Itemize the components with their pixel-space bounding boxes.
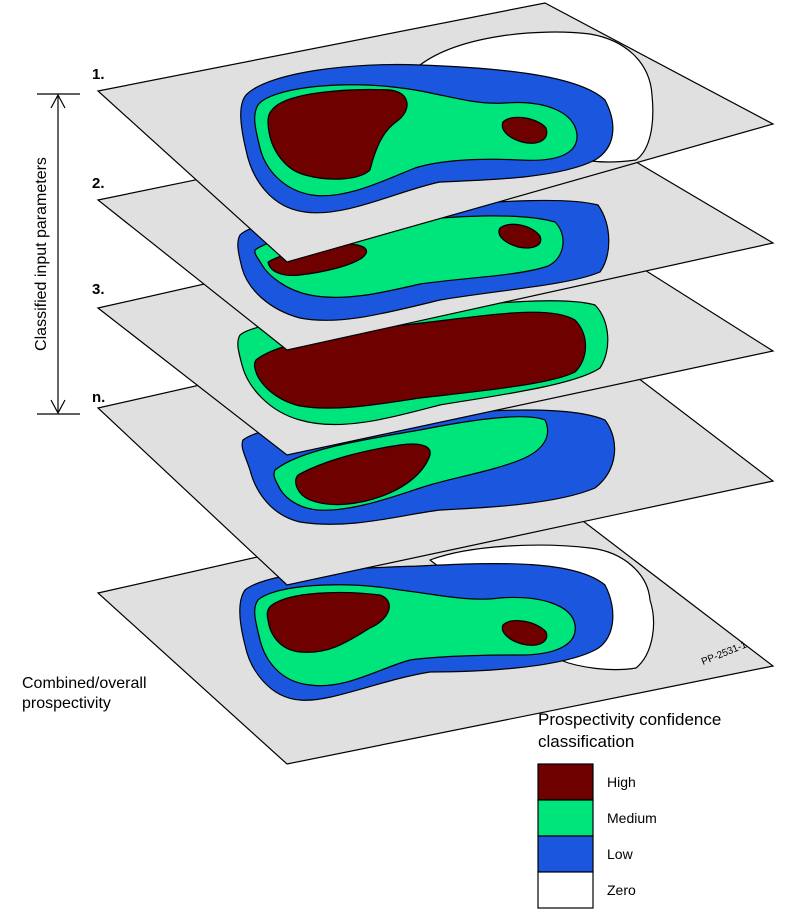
combined-label-line-2: prospectivity [22,695,111,712]
layer-1-label: 1. [92,66,105,83]
legend-swatch-high [537,763,594,801]
parameters-bracket [37,93,80,415]
layer-1-high-region [267,88,408,180]
layer-2-label: 2. [92,175,105,192]
legend-label-zero: Zero [607,882,636,898]
combined-label-line-1: Combined/overall [22,675,147,692]
legend: Prospectivity confidence classification … [537,710,721,909]
layer-1-high-region-small [501,116,548,144]
layer-3-label: 3. [92,281,105,298]
legend-swatch-medium [537,799,594,837]
layer-2-high-region-small [498,223,542,249]
combined-high-region-small [501,620,548,646]
legend-title-line-2: classification [538,732,634,751]
layer-n-label: n. [92,389,105,406]
legend-swatch-zero [537,871,594,909]
layer-1 [96,2,775,263]
legend-label-low: Low [607,846,634,862]
bracket-label: Classified input parameters [33,157,50,351]
bracket-arrow-up [50,93,66,109]
legend-title-line-1: Prospectivity confidence [538,710,721,729]
combined-high-region [266,591,390,653]
bracket-arrow-down [50,399,66,415]
legend-label-medium: Medium [607,810,657,826]
legend-swatch-low [537,835,594,873]
legend-label-high: High [607,774,636,790]
layer-n-high-region [295,443,431,506]
